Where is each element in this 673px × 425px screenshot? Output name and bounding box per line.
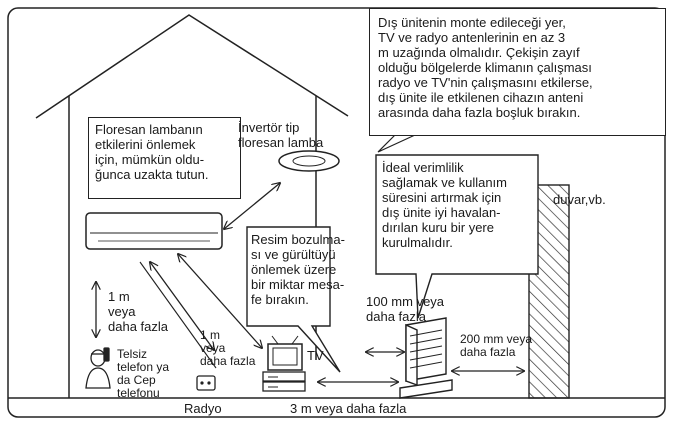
label-phone: Telsiz telefon ya da Cep telefonu: [117, 347, 170, 400]
top-note-pointer: [377, 134, 416, 153]
callout-ventilation-bubble: [375, 154, 539, 319]
outer-frame: [7, 7, 666, 418]
note-fluorescent: Floresan lambanın etkilerini önlemek içi…: [88, 117, 241, 199]
label-wall: duvar,vb.: [553, 192, 606, 207]
phone-user-icon: [85, 347, 111, 389]
label-3m: 3 m veya daha fazla: [290, 401, 407, 416]
arrow-ac-lamp: [224, 183, 280, 229]
radio-icon: [196, 375, 216, 391]
label-100mm: 100 mm veya daha fazla: [366, 294, 445, 324]
label-1m-left: 1 m veya daha fazla: [108, 289, 168, 334]
note-ventilation: İdeal verimlilik sağlamak ve kullanım sü…: [382, 160, 507, 250]
label-radio: Radyo: [184, 401, 222, 416]
outdoor-unit-icon: [399, 317, 453, 399]
house-roof: [35, 14, 349, 119]
label-tv: TV: [307, 348, 324, 363]
label-200mm: 200 mm veya daha fazla: [460, 332, 533, 359]
arrow-ac-tv: [178, 254, 262, 348]
indoor-ac-unit: [85, 212, 223, 250]
label-1m-radio: 1 m veya daha fazla: [200, 328, 256, 368]
note-picture-distortion: Resim bozulma- sı ve gürültüyü önlemek ü…: [251, 232, 345, 307]
note-outdoor-location: Dış ünitenin monte edileceği yer, TV ve …: [369, 8, 666, 136]
callout-picture-bubble: [246, 226, 341, 373]
label-inverter-lamp: İnvertör tip floresan lamba: [238, 120, 324, 150]
vcr-icon: [262, 371, 306, 382]
fluorescent-lamp: [278, 150, 340, 172]
